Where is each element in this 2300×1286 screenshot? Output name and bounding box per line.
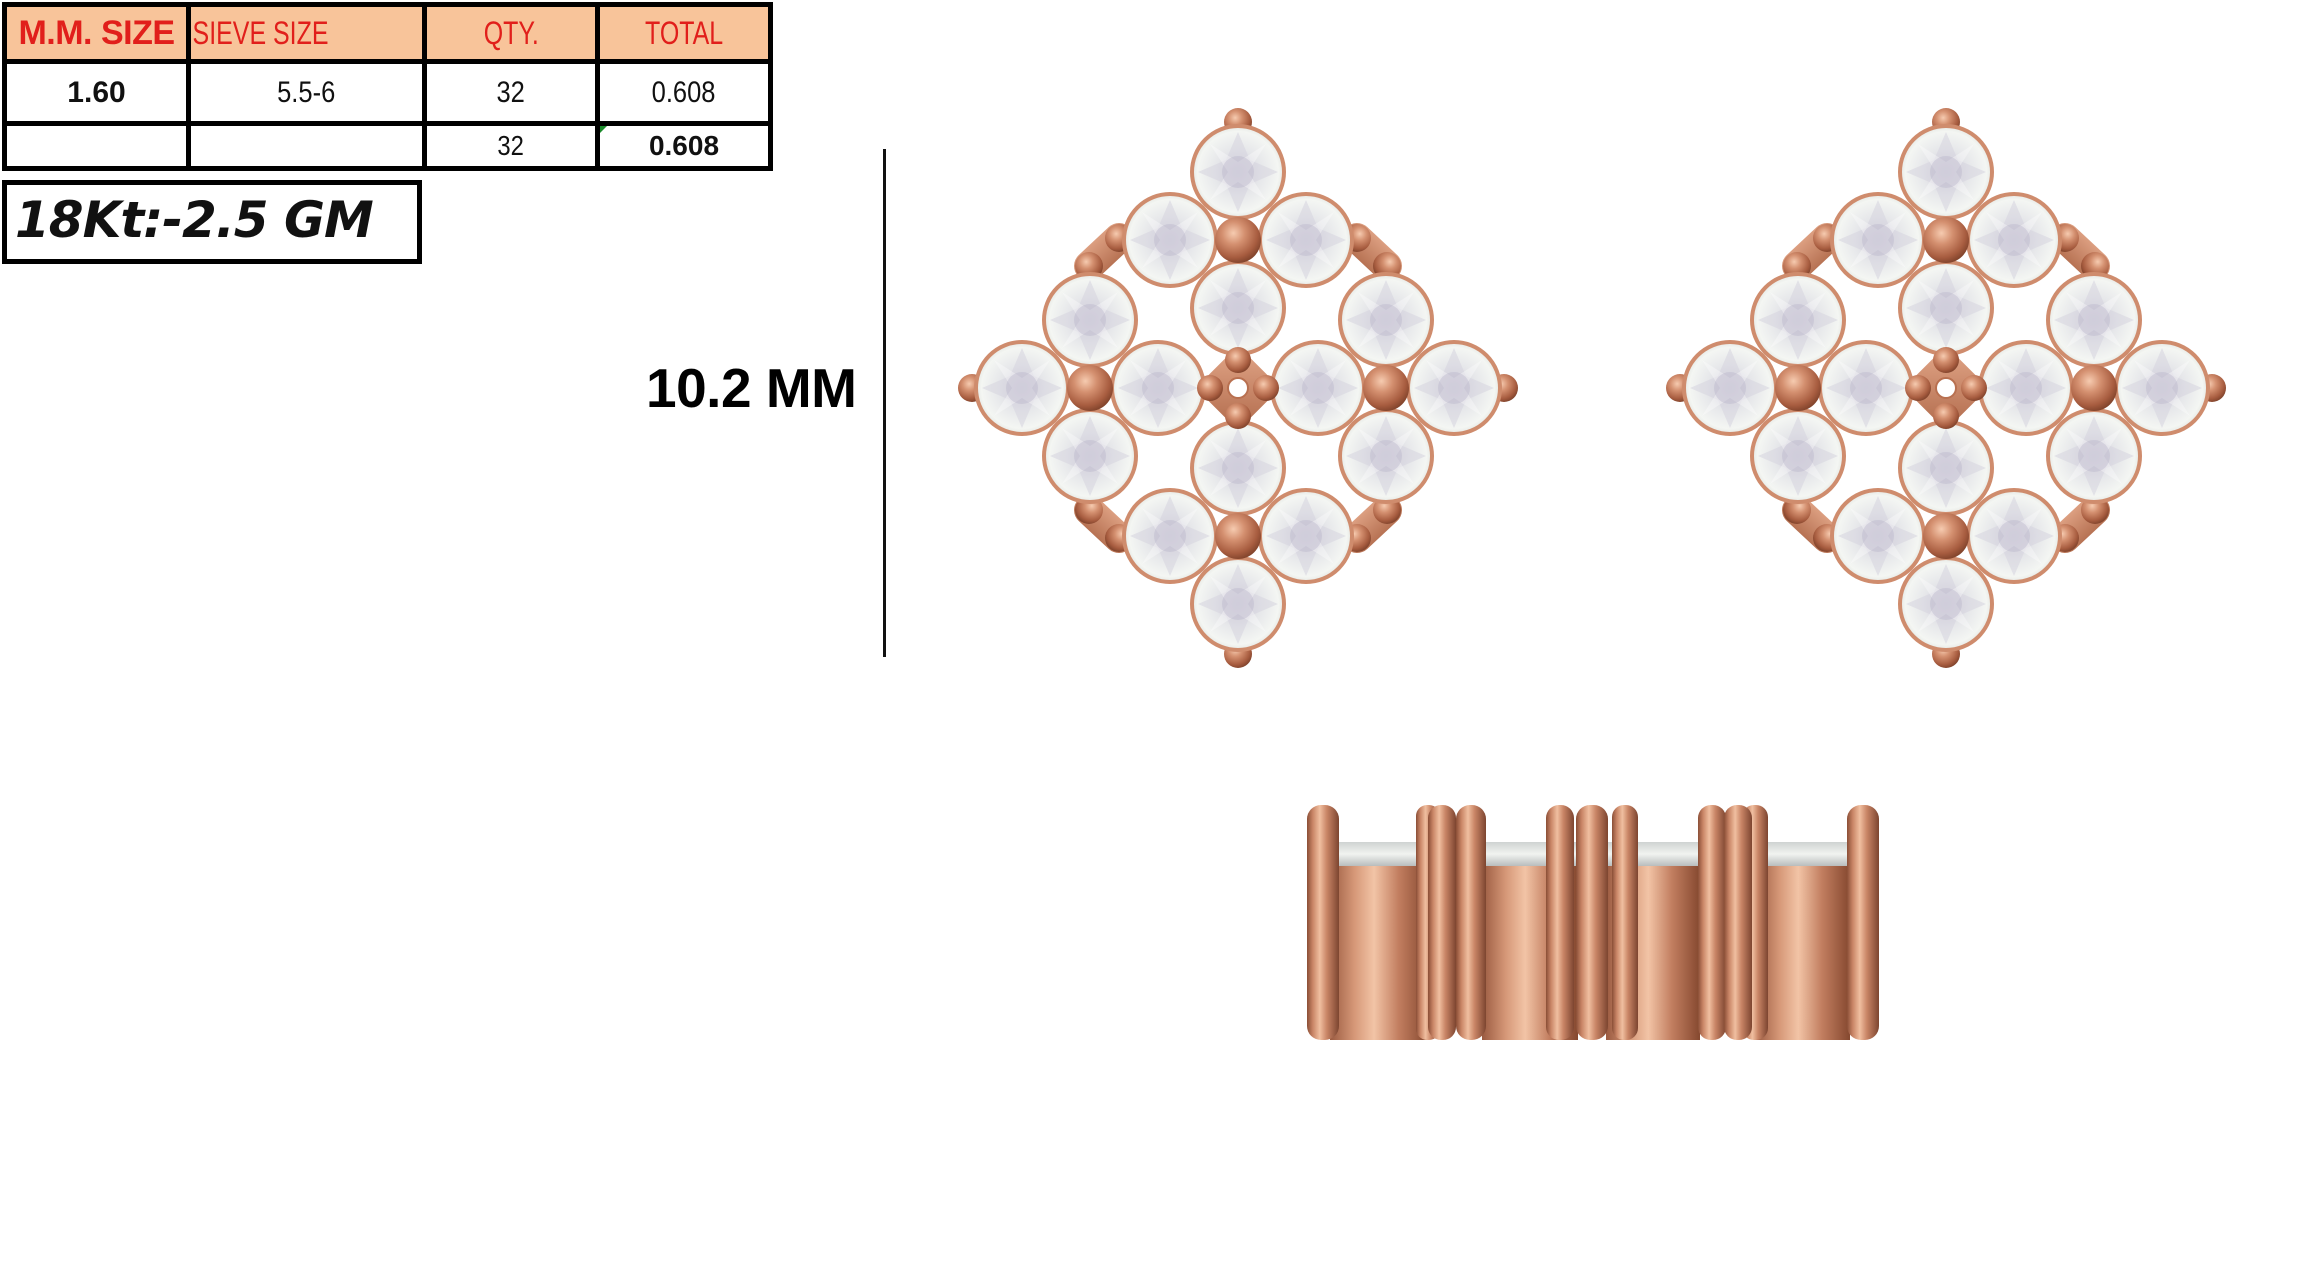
header-mm-size: M.M. SIZE [2, 2, 191, 64]
earring-side-view [1307, 805, 1879, 1040]
cell-total-text: 0.608 [652, 75, 716, 109]
table-header-row: M.M. SIZE SIEVE SIZE QTY. TOTAL [2, 2, 773, 64]
cell-mm-size: 1.60 [2, 59, 191, 126]
header-sieve-size: SIEVE SIZE [186, 2, 427, 64]
earring-front-view-left [958, 108, 1518, 668]
cell-qty-total-text: 32 [497, 130, 525, 161]
table-row-total: 32 0.608 [2, 121, 773, 171]
header-total-text: TOTAL [644, 14, 724, 51]
dimension-line [883, 149, 886, 657]
cell-mm-size-empty [2, 121, 191, 171]
cell-qty: 32 [422, 59, 600, 126]
cell-qty-total: 32 [422, 121, 600, 171]
metal-weight-box: 18Kt:-2.5 GM [2, 180, 422, 264]
cell-grand-total-text: 0.608 [648, 130, 720, 161]
header-qty-text: QTY. [483, 14, 539, 51]
earring-front-view-right [1666, 108, 2226, 668]
cell-sieve-size: 5.5-6 [186, 59, 427, 126]
table-row: 1.60 5.5-6 32 0.608 [2, 59, 773, 126]
stone-spec-table: M.M. SIZE SIEVE SIZE QTY. TOTAL 1.60 5.5… [2, 2, 773, 171]
metal-weight-label: 18Kt:-2.5 GM [15, 191, 374, 249]
cell-sieve-size-empty [186, 121, 427, 171]
header-qty: QTY. [422, 2, 600, 64]
header-sieve-size-text: SIEVE SIZE [192, 14, 329, 51]
cell-grand-total: 0.608 [595, 121, 773, 171]
dimension-label: 10.2 MM [646, 357, 857, 419]
error-indicator-icon [602, 128, 607, 133]
cell-total: 0.608 [595, 59, 773, 126]
header-total: TOTAL [595, 2, 773, 64]
cell-sieve-size-text: 5.5-6 [277, 75, 336, 109]
cell-qty-text: 32 [496, 75, 526, 109]
